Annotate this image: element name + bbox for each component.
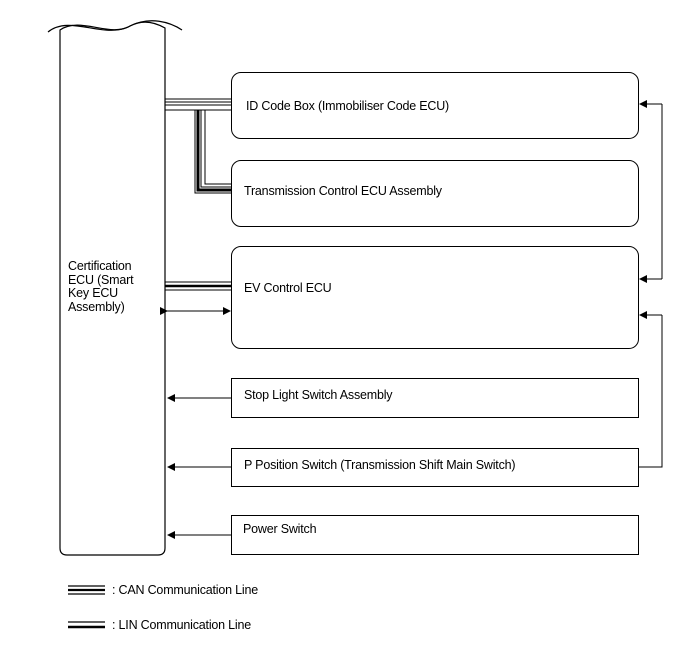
can-line-ev-control-ecu [165,281,231,291]
stop-light-switch-label: Stop Light Switch Assembly [244,388,393,402]
certification-ecu-outline [59,21,166,556]
legend-can-label: : CAN Communication Line [112,583,258,597]
transmission-ecu-box: Transmission Control ECU Assembly [231,160,639,227]
power-switch-label: Power Switch [243,522,317,536]
power-switch-box: Power Switch [231,515,639,555]
legend-lin-label: : LIN Communication Line [112,618,252,632]
p-position-to-ev-line [638,315,663,468]
id-code-box: ID Code Box (Immobiliser Code ECU) [231,72,639,139]
wave-top [47,20,183,33]
transmission-ecu-label: Transmission Control ECU Assembly [244,184,442,198]
can-line-transmission-ecu [165,109,231,194]
p-position-switch-box: P Position Switch (Transmission Shift Ma… [231,448,639,487]
cert-label-line: Assembly) [68,299,125,314]
legend-lin-swatch [68,621,105,629]
cert-label-line: Certification [68,259,132,273]
certification-ecu-label: Certification ECU (Smart Key ECU Assembl… [68,259,158,314]
cert-label-line: ECU (Smart [68,272,134,287]
can-line-id-code-box [165,98,231,106]
ev-control-ecu-box: EV Control ECU [231,246,639,349]
legend-can-swatch [68,585,105,595]
stop-light-switch-box: Stop Light Switch Assembly [231,378,639,418]
p-position-switch-label: P Position Switch (Transmission Shift Ma… [244,458,516,472]
ev-control-ecu-label: EV Control ECU [244,281,332,295]
id-code-box-label: ID Code Box (Immobiliser Code ECU) [246,99,449,113]
cert-label-line: Key ECU [68,286,119,300]
